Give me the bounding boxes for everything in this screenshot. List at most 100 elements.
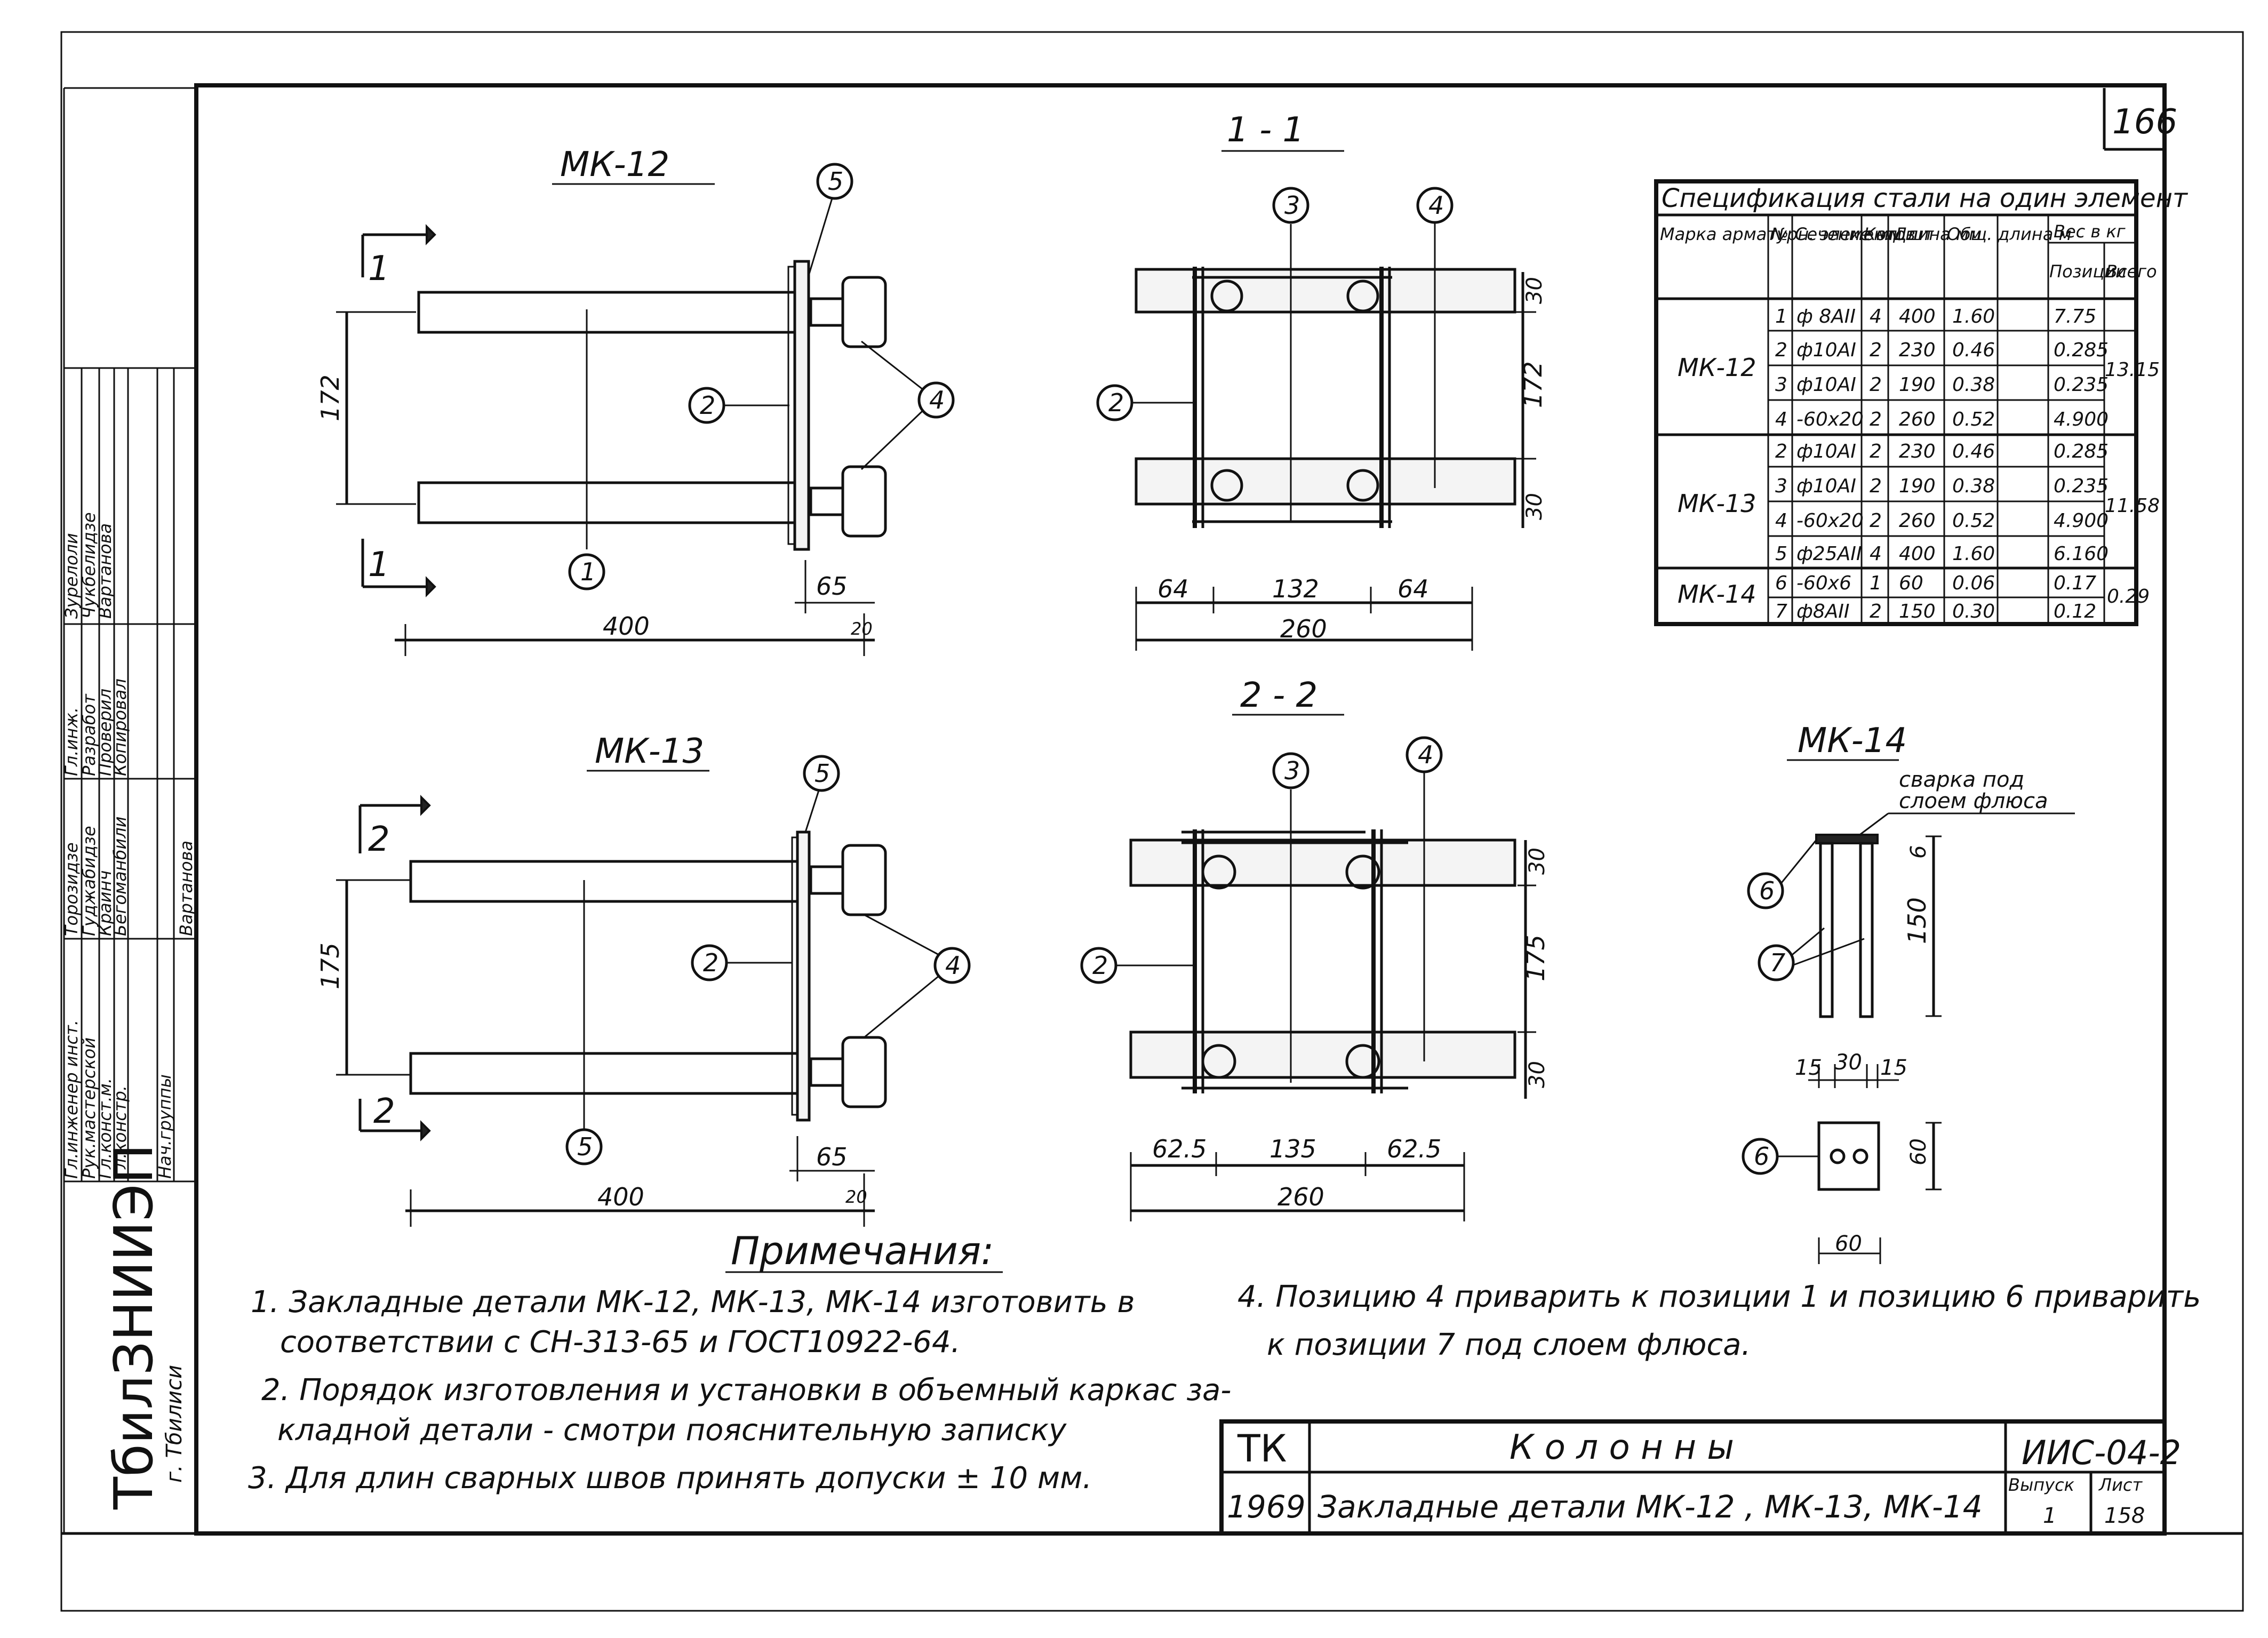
mk13-dim-height: 175 [316, 942, 345, 989]
svg-text:ф10АI: ф10АI [1796, 441, 1856, 462]
svg-text:0.235: 0.235 [2054, 374, 2109, 396]
sec22-dim-right: 62.5 [1387, 1134, 1441, 1163]
sec11-plate-bottom [1135, 457, 1516, 506]
organization-name: ТбилЗНИИЭП [102, 1144, 165, 1510]
svg-text:2: 2 [1870, 475, 1882, 497]
svg-text:ф10АI: ф10АI [1796, 475, 1856, 497]
left-title-strip [63, 87, 196, 1533]
spec-h-length: Длина мм [1892, 224, 1982, 244]
sec11-dim-left: 64 [1157, 574, 1189, 603]
svg-text:2: 2 [1870, 374, 1882, 396]
svg-text:4: 4 [1870, 306, 1882, 327]
svg-text:230: 230 [1899, 441, 1936, 462]
view-mk14: МК-14 сварка под слоем флюса 6 150 6 7 1… [1742, 721, 2075, 1264]
spec-row: 1 ф 8АII 4 400 1.60 7.75 [1775, 306, 2096, 327]
svg-text:6: 6 [1759, 876, 1775, 905]
sec22-plate-bottom [1129, 1030, 1516, 1079]
svg-text:190: 190 [1899, 374, 1936, 396]
svg-text:0.285: 0.285 [2054, 339, 2109, 361]
spec-h-weight: Вес в кг [2054, 221, 2126, 242]
sign-name-3: Краинч [95, 870, 115, 936]
svg-text:2: 2 [1870, 339, 1882, 361]
spec-mark-mk12: МК-12 [1678, 353, 1756, 382]
svg-text:1.60: 1.60 [1952, 306, 1995, 327]
svg-text:0.12: 0.12 [2054, 601, 2096, 622]
svg-text:ф 8АII: ф 8АII [1796, 306, 1856, 327]
sign-name-4: Бегоманбили [110, 817, 130, 936]
sign-role-2: Рук.мастерской [79, 1037, 99, 1179]
svg-text:6: 6 [1775, 572, 1787, 594]
mk14-dim-6: 6 [1906, 845, 1931, 859]
mk12-head-top [809, 297, 844, 327]
svg-text:2: 2 [1108, 388, 1124, 417]
spec-h-pos: № [1770, 224, 1788, 244]
svg-text:2: 2 [1870, 510, 1882, 532]
sec11-dim-h: 172 [1519, 361, 1547, 408]
view-mk13: МК-13 2 2 175 400 20 65 5 2 [316, 732, 971, 1227]
mk12-callout-4 [917, 381, 955, 419]
svg-text:3: 3 [1775, 475, 1787, 497]
svg-text:4.900: 4.900 [2054, 409, 2109, 430]
sign-name-3b: Вартанова [95, 523, 115, 619]
mk12-anchor-bar-top [417, 291, 799, 334]
svg-text:4: 4 [1418, 740, 1433, 769]
svg-text:0.30: 0.30 [1952, 601, 1995, 622]
svg-text:0.46: 0.46 [1952, 441, 1995, 462]
mk12-callout-1 [568, 553, 605, 590]
spec-row: 2 ф10АI 2 230 0.46 0.285 [1775, 339, 2109, 361]
spec-total-mk13: 11.58 [2105, 495, 2160, 517]
mk13-callout-5-bottom [565, 1128, 603, 1165]
svg-text:230: 230 [1899, 339, 1936, 361]
note-1a: 1. Закладные детали МК-12, МК-13, МК-14 … [251, 1285, 1135, 1320]
mk13-dim-65: 65 [816, 1142, 848, 1171]
svg-text:6: 6 [1754, 1142, 1769, 1171]
svg-text:-60х20: -60х20 [1796, 510, 1864, 532]
spec-mark-mk13: МК-13 [1678, 489, 1756, 518]
svg-text:2: 2 [703, 948, 718, 977]
svg-text:0.46: 0.46 [1952, 339, 1995, 361]
spec-h-total-len: Общ. длина м [1947, 224, 2072, 244]
svg-text:2: 2 [700, 391, 715, 420]
signature-block: Гл.инженер инст. Торозидзе Гл.инж. Зурел… [61, 512, 196, 1179]
svg-text:7.75: 7.75 [2054, 306, 2096, 327]
sec11-dim-bottom: 30 [1522, 493, 1547, 520]
page-corner-number: 166 [2112, 102, 2177, 142]
sec11-dim-total: 260 [1280, 614, 1327, 643]
sign-role-5: Нач.группы [155, 1074, 175, 1179]
mk14-title: МК-14 [1798, 721, 1907, 761]
svg-text:1: 1 [1870, 572, 1882, 594]
svg-text:4.900: 4.900 [2054, 510, 2109, 532]
svg-text:400: 400 [1899, 543, 1936, 565]
view-mk12: МК-12 1 1 172 400 20 65 [316, 145, 955, 656]
sign-name-5: Вартанова [176, 841, 196, 936]
title-issue-label: Выпуск [2008, 1475, 2075, 1495]
note-2a: 2. Порядок изготовления и установки в об… [261, 1373, 1232, 1408]
spec-h-mark: Марка арматурн. элементов [1660, 224, 1915, 244]
svg-text:4: 4 [1428, 191, 1444, 220]
sign-role-1b: Гл.инж. [61, 707, 82, 776]
svg-text:3: 3 [1284, 191, 1300, 220]
svg-text:ф25АII: ф25АII [1796, 543, 1862, 565]
svg-text:5: 5 [814, 759, 830, 788]
title-main: К о л о н н ы [1510, 1428, 1734, 1467]
sec11-dim-right: 64 [1397, 574, 1429, 603]
sign-role-1: Гл.инженер инст. [61, 1020, 82, 1179]
mk13-section-mark-bottom: 2 [373, 1092, 395, 1131]
svg-text:190: 190 [1899, 475, 1936, 497]
mk12-plate [793, 260, 810, 551]
sign-name-2b: Чукбелидзе [79, 512, 99, 619]
mk12-dim-height: 172 [316, 374, 345, 421]
spec-row: 7 ф8АII 2 150 0.30 0.12 [1775, 601, 2096, 622]
mk13-callout-4 [933, 947, 971, 984]
sec11-dim-mid: 132 [1272, 574, 1319, 603]
mk12-head-bottom [809, 486, 844, 516]
notes-title: Примечания: [731, 1228, 994, 1273]
svg-text:0.52: 0.52 [1952, 409, 1995, 430]
spec-row: 3 ф10АI 2 190 0.38 0.235 [1775, 374, 2109, 396]
svg-text:7: 7 [1770, 948, 1785, 977]
mk14-dim-30: 30 [1835, 1050, 1862, 1075]
sec11-title: 1 - 1 [1227, 110, 1304, 150]
mk14-plate-plan [1817, 1121, 1880, 1191]
mk14-dim-60h: 60 [1835, 1232, 1862, 1256]
mk14-callout-7 [1758, 944, 1795, 981]
